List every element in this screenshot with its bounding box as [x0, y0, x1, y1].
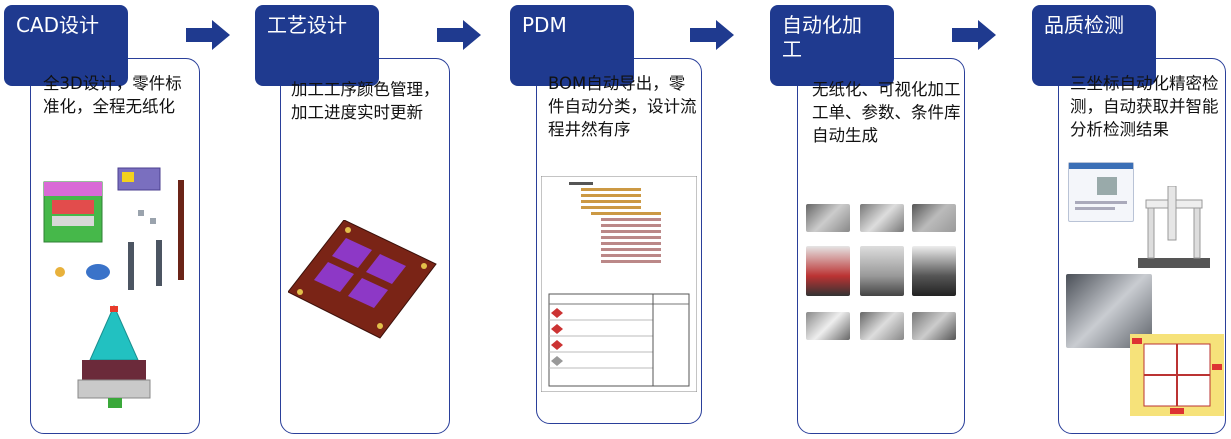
machine-tool-photo	[912, 246, 956, 296]
step-title: 品质检测	[1044, 13, 1124, 37]
step-description: 无纸化、可视化加工工单、参数、条件库自动生成	[812, 80, 961, 145]
step-title: CAD设计	[16, 13, 100, 37]
step-title: 自动化加工	[782, 13, 862, 61]
measurement-report-graphic	[1130, 334, 1224, 416]
step-description: BOM自动导出，零件自动分类，设计流程井然有序	[548, 74, 697, 139]
step-description: 全3D设计，零件标准化，全程无纸化	[43, 74, 182, 116]
flow-arrow	[952, 20, 996, 50]
machining-photo	[912, 204, 956, 232]
machining-photo	[806, 312, 850, 340]
machining-photo	[860, 204, 904, 232]
inspection-software-screenshot	[1068, 162, 1134, 222]
step-tab-pdm: PDM	[510, 5, 634, 86]
step-tab-machining: 自动化加工	[770, 5, 894, 86]
step-tab-process: 工艺设计	[255, 5, 379, 86]
machine-tool-photo	[860, 246, 904, 296]
bom-tree-screenshot	[541, 176, 697, 392]
cmm-machine-illustration	[1138, 186, 1210, 268]
mold-plate-illustration	[288, 220, 437, 339]
machine-tool-photo	[806, 246, 850, 296]
step-description: 加工工序颜色管理，加工进度实时更新	[291, 80, 440, 122]
machining-photo	[912, 312, 956, 340]
step-description: 三坐标自动化精密检测，自动获取并智能分析检测结果	[1070, 74, 1219, 139]
machining-photo	[860, 312, 904, 340]
step-title: 工艺设计	[267, 13, 347, 37]
flow-arrow	[690, 20, 734, 50]
mold-assembly-illustration	[43, 167, 184, 408]
step-tab-cad: CAD设计	[4, 5, 128, 86]
step-tab-quality: 品质检测	[1032, 5, 1156, 86]
flow-arrow	[186, 20, 230, 50]
step-title: PDM	[522, 13, 567, 37]
flow-arrow	[437, 20, 481, 50]
machining-photo	[806, 204, 850, 232]
